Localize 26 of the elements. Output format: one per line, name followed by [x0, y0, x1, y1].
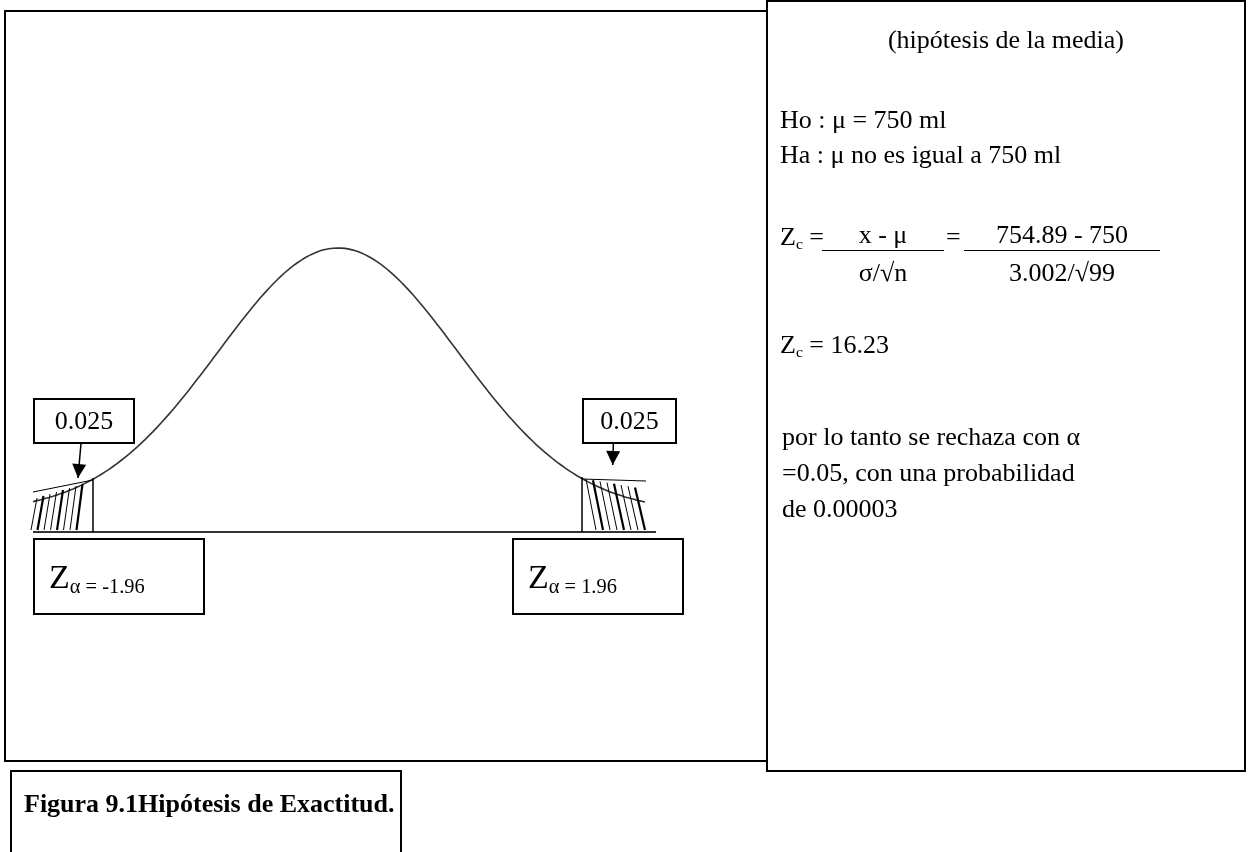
value-text: Z$_{α = -1.96}$ — [49, 559, 145, 594]
caption-box — [10, 770, 402, 852]
alternative-hypothesis: Ha : μ no es igual a 750 ml — [780, 139, 1062, 171]
formula-text: Z$_{c}$ = — [780, 221, 824, 254]
arrow — [606, 443, 621, 466]
result-text: Z$_{c}$ = 16.23 — [780, 329, 889, 362]
arrow — [72, 443, 87, 479]
label-box — [33, 538, 205, 615]
graph-panel — [4, 10, 768, 762]
value-text: 0.025 — [54, 408, 114, 434]
formula-denominator: 3.002/√99 — [1008, 257, 1116, 289]
value-text: 0.025 — [600, 408, 659, 434]
formula-text: = — [946, 221, 961, 253]
formula-numerator: 754.89 - 750 — [964, 221, 1160, 251]
conclusion-text: por lo tanto se rechaza con α =0.05, con una probabilidad de 0.00003 — [782, 421, 1082, 525]
null-hypothesis: Ho : μ = 750 ml — [780, 104, 947, 136]
label-box — [512, 538, 684, 615]
hatched-tail-drawing — [33, 478, 93, 532]
hypothesis-panel — [766, 0, 1246, 772]
value-text: Z$_{α = 1.96}$ — [528, 559, 617, 594]
formula-numerator: x - μ — [822, 221, 944, 251]
label-box — [582, 398, 677, 444]
figure-caption: Figura 9.1Hipótesis de Exactitud. — [24, 788, 395, 820]
formula-denominator: σ/√n — [858, 257, 908, 289]
label-box — [33, 398, 135, 444]
panel-heading: (hipótesis de la media) — [886, 24, 1126, 56]
